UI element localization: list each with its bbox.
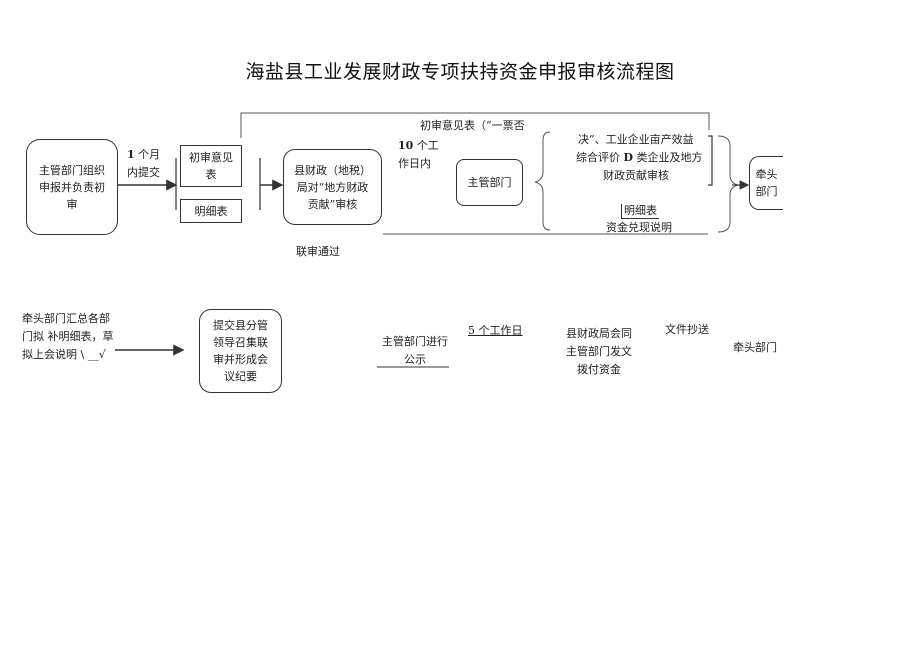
submit-period-number: 1 [127, 148, 135, 161]
text-brace [534, 131, 551, 231]
lead-summary-text: 牵头部门汇总各部门拟 补明细表，草拟上会说明 \ __√ [22, 312, 114, 361]
lead-brace [717, 135, 739, 233]
submit-period-unit: 个月 [138, 148, 161, 161]
bracket-line-2-b: D [623, 151, 634, 164]
top-feedback-line [240, 112, 710, 138]
bracket-line-2-a: 综合评价 [576, 151, 620, 164]
dept-box: 主管部门 [456, 159, 523, 206]
bracket-line-2-c: 类企业及地方 [636, 151, 703, 164]
submit-period-label: 1 个月 内提交 [127, 146, 160, 182]
five-days-label: 5 个工作日 [468, 324, 523, 337]
lead-dept-text: 牵头部门 [755, 168, 778, 198]
detail-text: 明细表 [194, 204, 228, 218]
ten-days-label: 10 个工 作日内 [398, 137, 439, 173]
top-line-label: 初审意见表（“一票否 [420, 119, 525, 132]
detail-box: 明细表 [180, 199, 242, 223]
submit-period-action: 内提交 [127, 166, 160, 179]
bracket-line-1: 决”、工业企业亩产效益 [578, 133, 694, 146]
dept-box-text: 主管部门 [467, 176, 512, 189]
county-finance-box: 县财政（地税）局对“地方财政贡献”审核 [283, 149, 382, 225]
bracket-funds: 资金兑现说明 [606, 221, 672, 234]
first-review-text: 初审意见表 [189, 151, 233, 181]
meeting-box: 提交县分管领导召集联审并形成会议纪要 [199, 309, 282, 393]
bracket-line-2: 综合评价 D 类企业及地方 [576, 149, 703, 166]
lead-dept-box: 牵头部门 [749, 156, 783, 210]
meeting-text: 提交县分管领导召集联审并形成会议纪要 [213, 319, 268, 383]
bracket-line-3: 财政贡献审核 [603, 169, 669, 182]
start-box-text: 主管部门组织申报并负责初审 [39, 163, 105, 211]
ten-days-number: 10 [398, 139, 414, 152]
text-right-bracket [708, 135, 713, 186]
disburse-text: 县财政局会同主管部门发文拨付资金 [566, 327, 632, 376]
ten-days-unit: 个工 [416, 139, 439, 152]
page-title: 海盐县工业发展财政专项扶持资金申报审核流程图 [245, 61, 675, 83]
bracket-detail: 明细表 [621, 204, 659, 219]
publicity-text: 主管部门进行公示 [382, 335, 448, 366]
joint-review-passed: 联审通过 [296, 245, 340, 258]
first-review-box: 初审意见表 [180, 145, 242, 187]
ten-days-suffix: 作日内 [398, 157, 431, 170]
cc-text: 文件抄送 [665, 323, 709, 336]
county-finance-text: 县财政（地税）局对“地方财政贡献”审核 [294, 163, 371, 211]
lead-dept-final: 牵头部门 [733, 341, 777, 354]
start-box: 主管部门组织申报并负责初审 [26, 139, 118, 235]
